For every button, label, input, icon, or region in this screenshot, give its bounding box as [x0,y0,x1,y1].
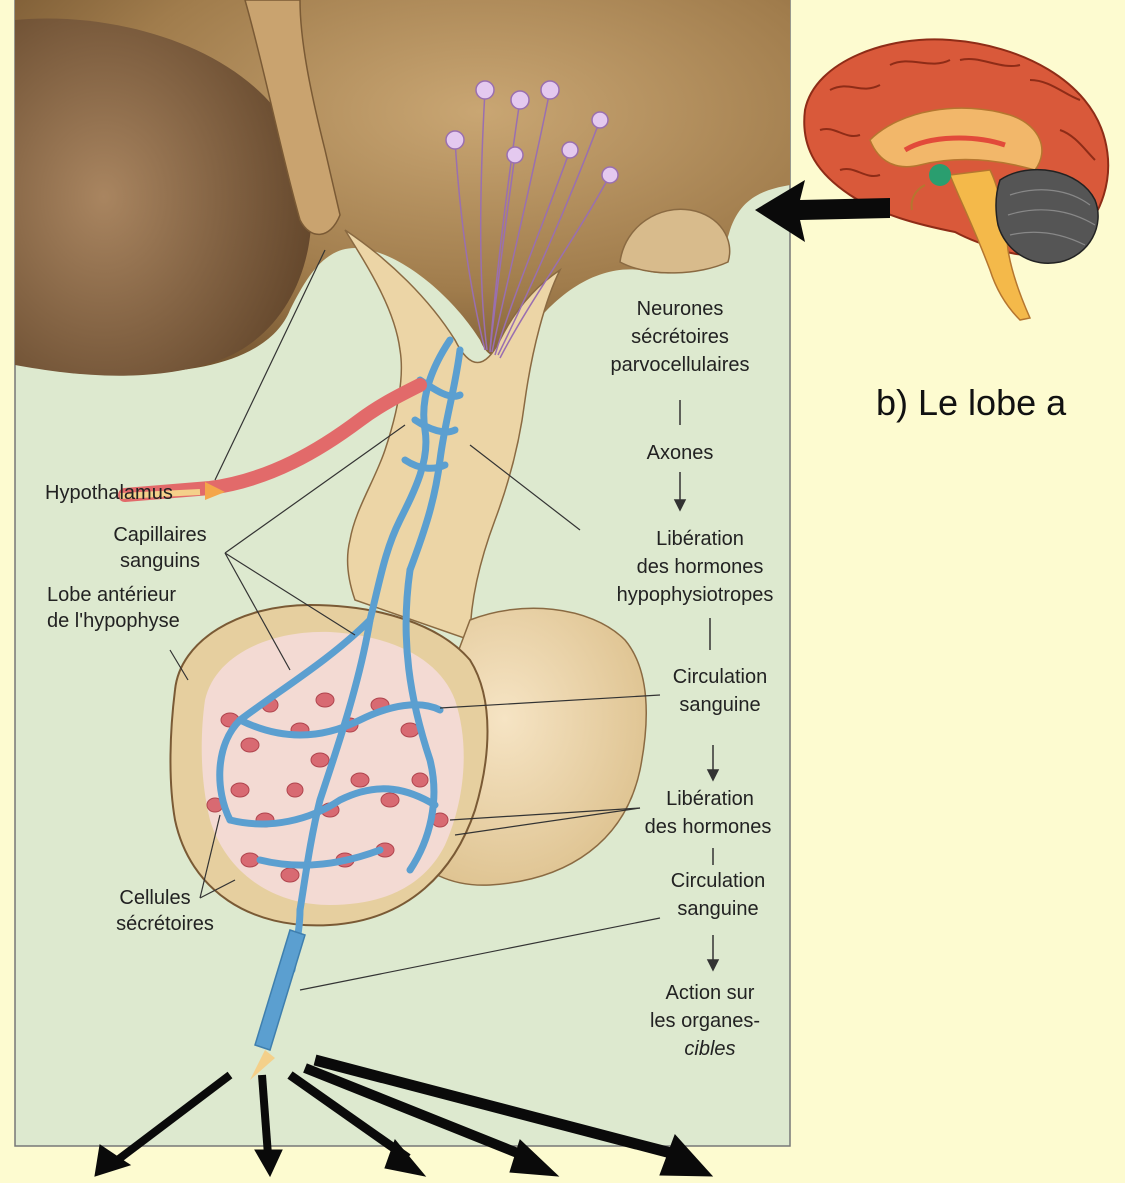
label-cellules-line2: sécrétoires [95,911,235,937]
label-neurones-line3: parvocellulaires [595,352,765,378]
label-axones: Axones [620,440,740,466]
label-action-line2: les organes- [630,1008,780,1034]
label-hypothalamus: Hypothalamus [45,480,173,506]
label-liberation1-line1: Libération [620,526,780,552]
label-circulation2-line2: sanguine [648,896,788,922]
label-liberation2-line2: des hormones [628,814,788,840]
label-liberation2-line1: Libération [640,786,780,812]
label-cellules-line1: Cellules [95,885,215,911]
label-action-line1: Action sur [640,980,780,1006]
label-action-line3: cibles [640,1036,780,1062]
brain-sagittal-view [804,39,1108,320]
label-circulation1-line1: Circulation [650,664,790,690]
figure-caption: b) Le lobe a [876,382,1066,424]
label-capillaires-line1: Capillaires [100,522,220,548]
label-liberation1-line2: des hormones [605,554,795,580]
label-circulation1-line2: sanguine [650,692,790,718]
label-capillaires-line2: sanguins [100,548,220,574]
label-liberation1-line3: hypophysiotropes [595,582,795,608]
label-lobe-line2: de l'hypophyse [47,608,180,634]
label-lobe-line1: Lobe antérieur [47,582,176,608]
label-neurones-line1: Neurones [600,296,760,322]
label-neurones-line2: sécrétoires [600,324,760,350]
label-circulation2-line1: Circulation [648,868,788,894]
